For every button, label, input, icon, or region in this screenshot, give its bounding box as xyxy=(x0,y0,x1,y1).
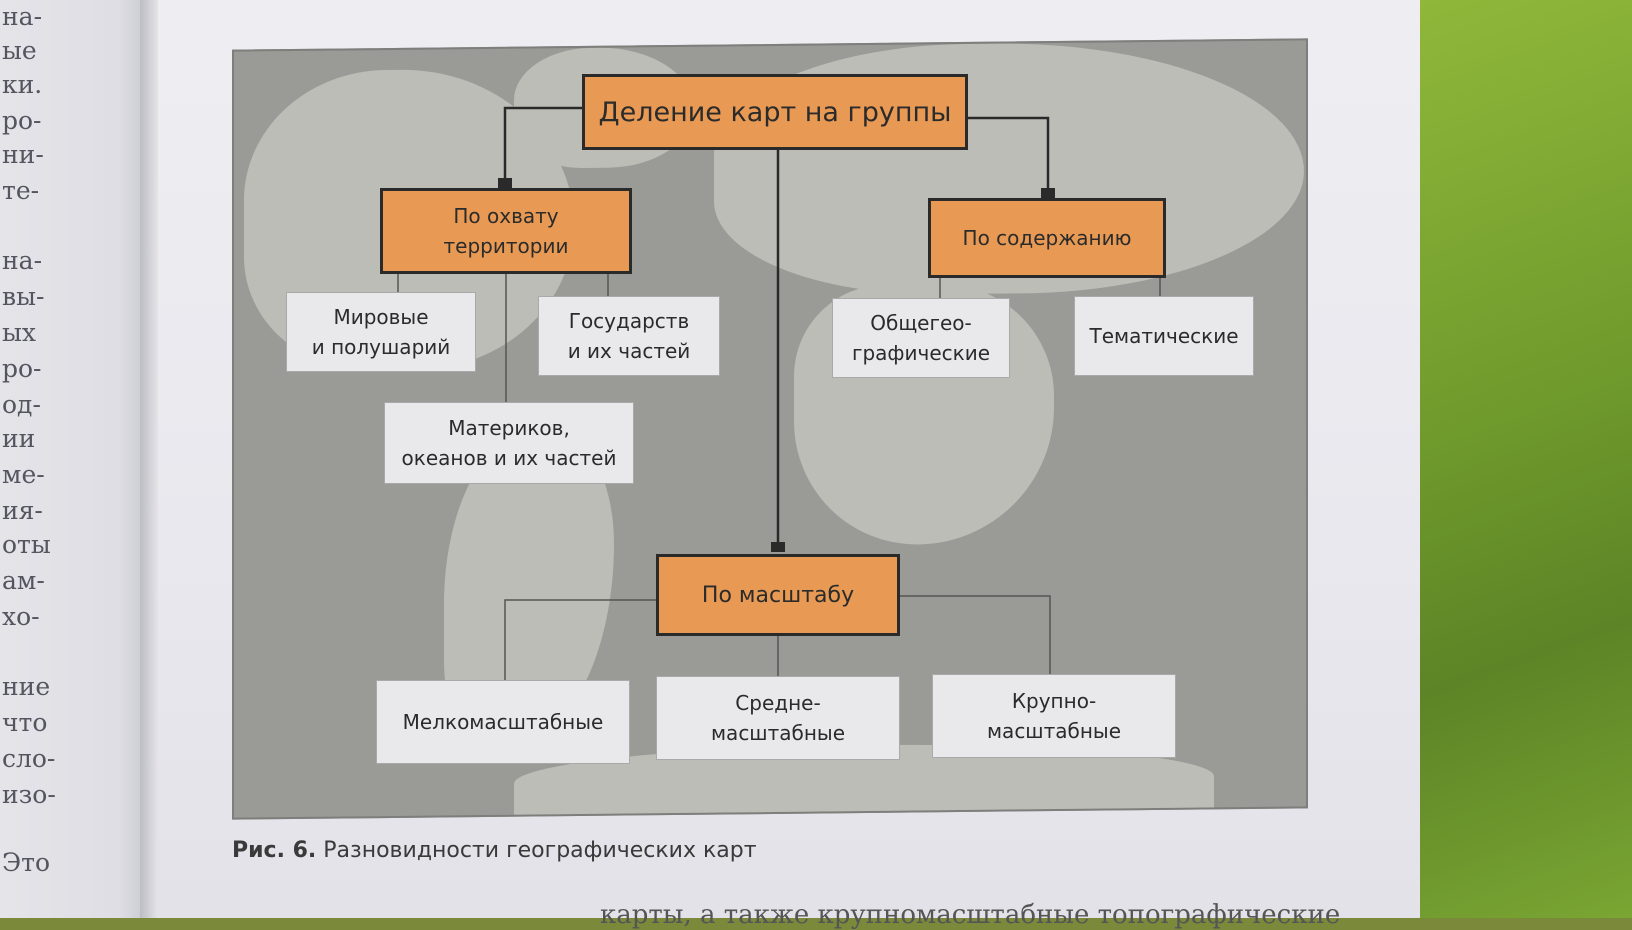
left-margin-fragment: ме- xyxy=(2,460,45,489)
scale-medium-box: Средне- масштабные xyxy=(656,676,900,760)
content-thematic-box: Тематические xyxy=(1074,296,1254,376)
book-spine xyxy=(140,0,162,918)
scale-large-box: Крупно- масштабные xyxy=(932,674,1176,758)
left-margin-fragment: на- xyxy=(2,246,43,275)
coverage-states-box: Государств и их частей xyxy=(538,296,720,376)
left-margin-fragment: оты xyxy=(2,530,51,559)
left-margin-fragment: ые xyxy=(2,36,37,65)
connector-root-content xyxy=(964,116,1050,196)
left-page: на-ые ки. ро-ни-те-на-вы-ых ро-од-ии ме-ия-о… xyxy=(0,0,148,918)
left-margin-fragment: что xyxy=(2,708,48,737)
connector-end-scale xyxy=(771,542,785,552)
left-margin-fragment: ии xyxy=(2,424,36,453)
left-margin-fragment: изо- xyxy=(2,780,56,809)
connector-end-coverage xyxy=(498,178,512,188)
left-margin-fragment: ых xyxy=(2,318,36,347)
left-margin-fragment: ни- xyxy=(2,140,44,169)
left-margin-fragment: вы- xyxy=(2,282,45,311)
coverage-world-box: Мировые и полушарий xyxy=(286,292,476,372)
left-margin-fragment: Это xyxy=(2,848,51,877)
green-fabric-background xyxy=(1420,0,1632,918)
cut-off-body-text: карты, а также крупномасштабные топограф… xyxy=(600,900,1341,930)
left-margin-fragment: ам- xyxy=(2,566,45,595)
connector-scale-large xyxy=(898,595,1051,674)
left-margin-fragment: ия- xyxy=(2,496,43,525)
scale-group-box: По масштабу xyxy=(656,554,900,636)
left-margin-fragment: хо- xyxy=(2,602,40,631)
coverage-group-box: По охвату территории xyxy=(380,188,632,274)
left-margin-fragment: ки. xyxy=(2,70,43,99)
caption-text: Разновидности географических карт xyxy=(323,838,757,863)
connector-scale-small xyxy=(504,599,660,680)
left-margin-fragment: ро- xyxy=(2,106,42,135)
left-margin-fragment: од- xyxy=(2,390,41,419)
left-margin-fragment: сло- xyxy=(2,744,56,773)
caption-prefix: Рис. 6. xyxy=(232,838,317,863)
left-margin-fragment: ние xyxy=(2,672,51,701)
figure-caption: Рис. 6. Разновидности географических кар… xyxy=(232,838,757,863)
scale-small-box: Мелкомасштабные xyxy=(376,680,630,764)
left-margin-fragment: ро- xyxy=(2,354,42,383)
left-margin-fragment: на- xyxy=(2,2,43,31)
content-general-box: Общегео- графические xyxy=(832,298,1010,378)
left-margin-fragment: те- xyxy=(2,176,40,205)
connector-end-content xyxy=(1041,188,1055,198)
content-group-box: По содержанию xyxy=(928,198,1166,278)
root-box: Деление карт на группы xyxy=(582,74,968,150)
connector-root-coverage xyxy=(503,106,590,186)
coverage-continents-box: Материков, океанов и их частей xyxy=(384,402,634,484)
